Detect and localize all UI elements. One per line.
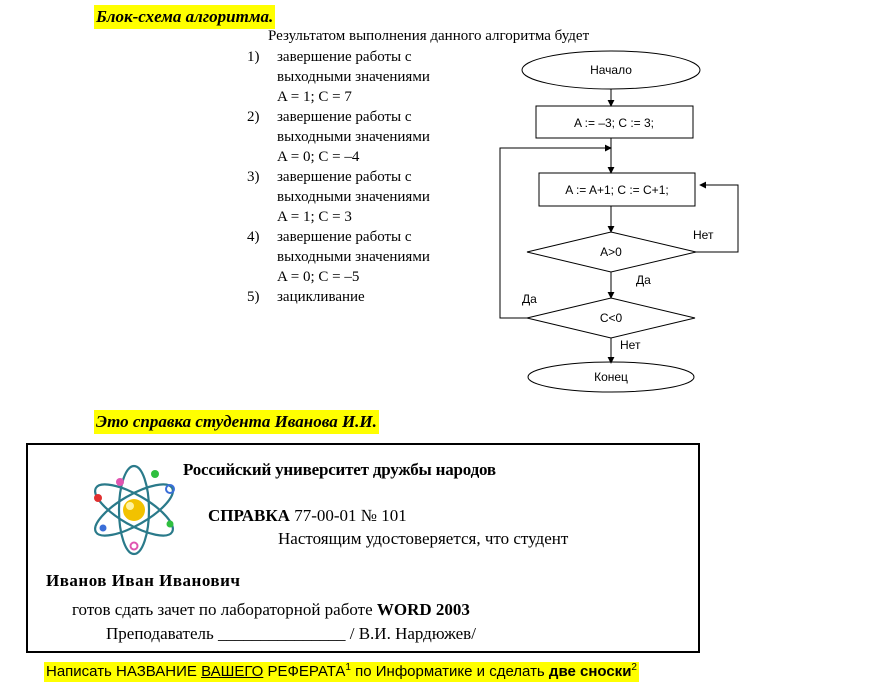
- certificate-number-value: 77-00-01 № 101: [289, 506, 407, 525]
- option-line: A = 1; C = 7: [277, 89, 352, 105]
- signature-line: _______________: [218, 624, 346, 643]
- start-label: Начало: [590, 63, 632, 77]
- question-text: Результатом выполнения данного алгоритма…: [268, 28, 590, 44]
- condition-c-yes-label: Да: [522, 292, 537, 306]
- answer-option: 1) завершение работы с выходными значени…: [247, 47, 430, 107]
- certificate-box: Российский университет дружбы народов СП…: [26, 443, 700, 653]
- option-line: завершение работы с: [277, 169, 412, 185]
- option-line: A = 0; C = –5: [277, 269, 360, 285]
- update-label: A := A+1; C := C+1;: [565, 183, 668, 197]
- teacher-label: Преподаватель: [106, 624, 218, 643]
- flowchart-diagram: Начало A := –3; C := 3; A := A+1; C := C…: [499, 50, 739, 393]
- task-part: Написать: [46, 663, 117, 680]
- option-line: выходными значениями: [277, 129, 430, 145]
- answer-option: 2) завершение работы с выходными значени…: [247, 107, 430, 167]
- ready-text: готов сдать зачет по лабораторной работе…: [72, 600, 470, 620]
- student-name: Иванов Иван Иванович: [46, 571, 241, 590]
- option-number: 2): [247, 109, 260, 125]
- task-part: по Информатике и сделать: [350, 663, 549, 680]
- certificate-title: СПРАВКА: [208, 506, 290, 525]
- option-line: завершение работы с: [277, 109, 412, 125]
- condition-a-yes-label: Да: [636, 273, 651, 287]
- task-underlined: ВАШЕГО: [201, 663, 264, 680]
- init-label: A := –3; C := 3;: [574, 116, 654, 130]
- option-line: завершение работы с: [277, 49, 412, 65]
- condition-a-label: A>0: [600, 245, 622, 259]
- option-line: A = 1; C = 3: [277, 209, 352, 225]
- end-label: Конец: [594, 370, 628, 384]
- option-number: 1): [247, 49, 260, 65]
- teacher-line: Преподаватель _______________ / В.И. Нар…: [106, 624, 476, 644]
- footnote-ref-1[interactable]: 1: [345, 662, 351, 673]
- ready-text-main: готов сдать зачет по лабораторной работе: [72, 600, 377, 619]
- option-line: выходными значениями: [277, 69, 430, 85]
- certify-text: Настоящим удостоверяется, что студент: [278, 529, 569, 548]
- answer-option: 3) завершение работы с выходными значени…: [247, 167, 430, 227]
- option-number: 4): [247, 229, 260, 245]
- init-block: [535, 105, 694, 139]
- teacher-name: / В.И. Нардюжев/: [345, 624, 476, 643]
- condition-c-no-label: Нет: [620, 338, 641, 352]
- answer-options: 1) завершение работы с выходными значени…: [247, 47, 430, 307]
- condition-a-no-label: Нет: [693, 228, 714, 242]
- university-name: Российский университет дружбы народов: [183, 460, 496, 479]
- certificate-heading: Это справка студента Иванова И.И.: [94, 410, 379, 434]
- end-node: [527, 361, 695, 393]
- option-line: зацикливание: [277, 289, 365, 305]
- answer-option: 5) зацикливание: [247, 287, 430, 307]
- task-instruction: Написать НАЗВАНИЕ ВАШЕГО РЕФЕРАТА1 по Ин…: [44, 662, 639, 682]
- task-part: РЕФЕРАТА: [263, 663, 346, 680]
- option-number: 3): [247, 169, 260, 185]
- task-part: НАЗВАНИЕ: [116, 663, 202, 680]
- certificate-number: СПРАВКА 77-00-01 № 101: [208, 506, 407, 526]
- option-line: завершение работы с: [277, 229, 412, 245]
- condition-c-label: C<0: [600, 311, 623, 325]
- update-block: [538, 172, 696, 207]
- answer-option: 4) завершение работы с выходными значени…: [247, 227, 430, 287]
- option-line: выходными значениями: [277, 189, 430, 205]
- option-line: A = 0; C = –4: [277, 149, 360, 165]
- option-number: 5): [247, 289, 260, 305]
- option-line: выходными значениями: [277, 249, 430, 265]
- task-bold: две сноски: [548, 663, 632, 680]
- ready-text-bold: WORD 2003: [376, 600, 470, 619]
- footnote-ref-2[interactable]: 2: [631, 662, 637, 673]
- atom-logo-icon: [94, 464, 175, 556]
- flowchart-heading: Блок-схема алгоритма.: [94, 5, 276, 29]
